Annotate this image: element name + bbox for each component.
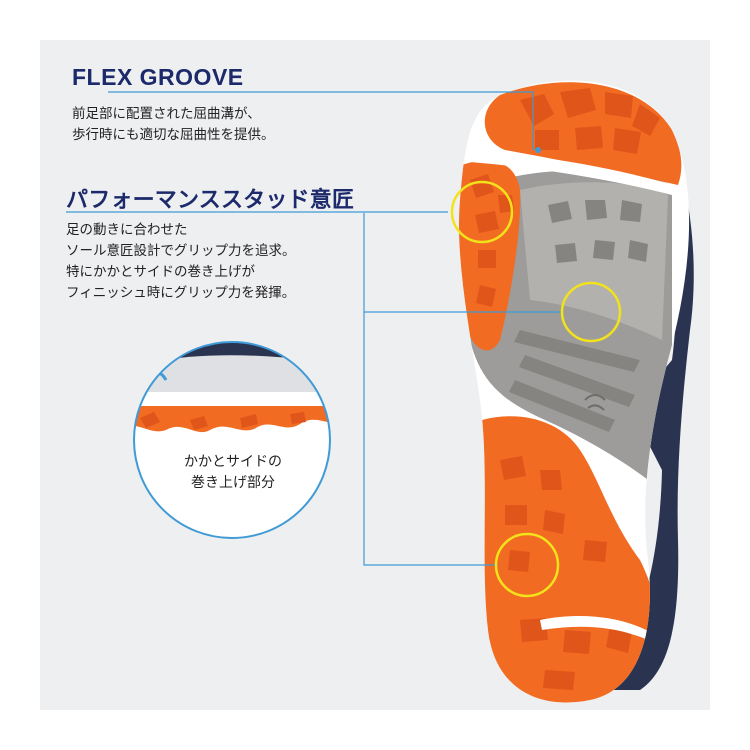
description-line: 前足部に配置された屈曲溝が、 (72, 106, 261, 122)
heel-detail-magnifier (133, 341, 331, 539)
flex-groove-description: 前足部に配置された屈曲溝が、 歩行時にも適切な屈曲性を提供。 (72, 104, 275, 146)
description-line: ソール意匠設計でグリップ力を追求。 (66, 243, 296, 259)
pointer-dot (535, 147, 541, 153)
highlight-rings (450, 180, 622, 598)
description-line: 特にかかとサイドの巻き上げが (66, 264, 255, 280)
description-line: フィニッシュ時にグリップ力を発揮。 (66, 285, 296, 301)
pointer-lines (66, 91, 563, 566)
caption-line: 巻き上げ部分 (191, 475, 275, 491)
flex-groove-heading: FLEX GROOVE (72, 64, 244, 90)
description-line: 歩行時にも適切な屈曲性を提供。 (72, 127, 275, 143)
outsole (459, 80, 690, 703)
performance-stud-description: 足の動きに合わせた ソール意匠設計でグリップ力を追求。 特にかかとサイドの巻き上… (66, 220, 296, 304)
magnifier-caption: かかとサイドの 巻き上げ部分 (134, 452, 332, 494)
caption-line: かかとサイドの (184, 454, 282, 470)
description-line: 足の動きに合わせた (66, 222, 188, 238)
performance-stud-heading: パフォーマンススタッド意匠 (66, 187, 355, 212)
